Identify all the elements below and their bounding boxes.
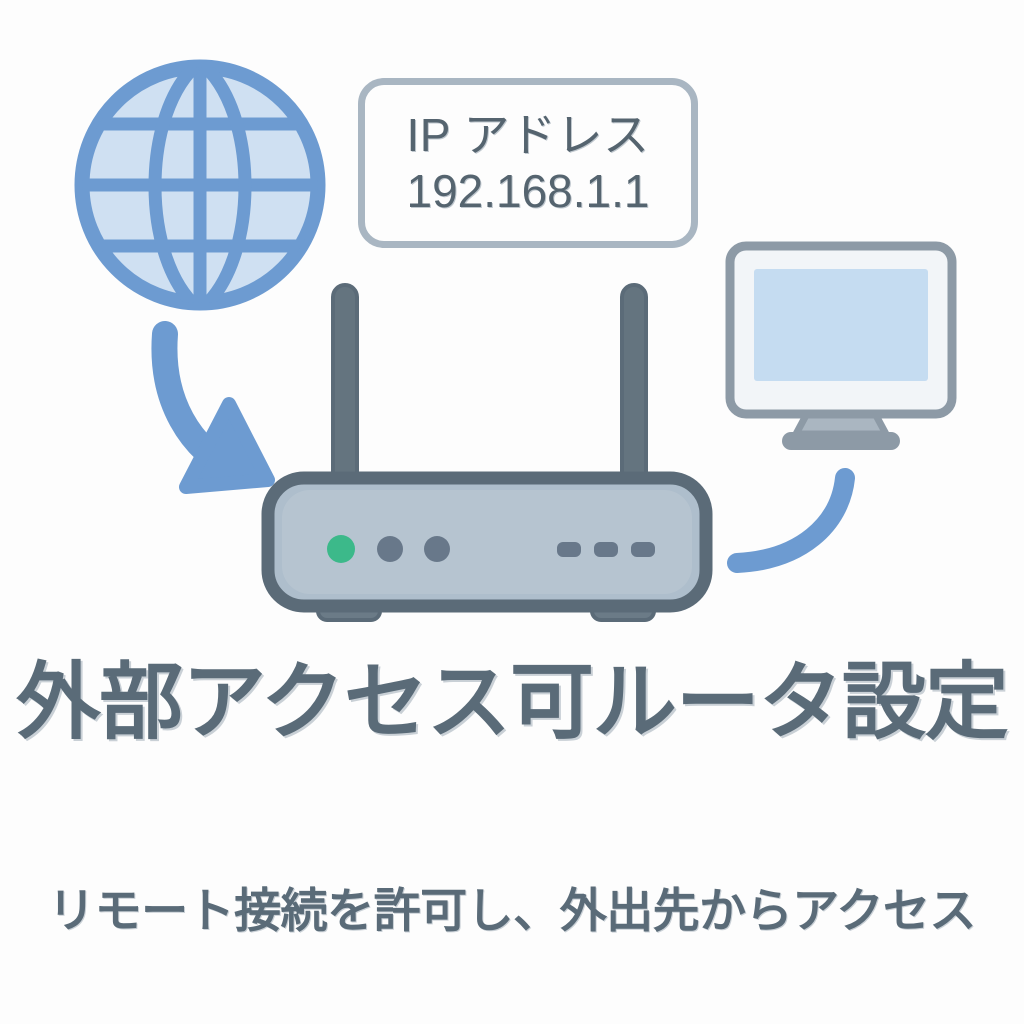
router-body <box>261 471 713 613</box>
antenna-left <box>331 283 359 492</box>
inbound-arrow <box>151 321 275 494</box>
activity-led-2 <box>424 536 450 562</box>
router-antennas <box>331 283 648 492</box>
ip-address-callout: IP アドレス 192.168.1.1 <box>358 78 698 248</box>
activity-led-1 <box>377 536 403 562</box>
lan-port-3 <box>631 542 655 557</box>
page-subtitle: リモート接続を許可し、外出先からアクセス <box>48 884 976 937</box>
lan-port-1 <box>557 542 581 557</box>
router-ports <box>557 542 655 557</box>
ip-address-value: 192.168.1.1 <box>406 165 650 217</box>
ip-address-label: IP アドレス <box>406 108 650 161</box>
power-led <box>327 535 355 563</box>
antenna-right <box>620 283 648 492</box>
globe-sphere <box>74 59 326 311</box>
lan-port-2 <box>594 542 618 557</box>
page-title: 外部アクセス可ルータ設定 <box>16 655 1009 749</box>
router-status-leds <box>327 535 450 563</box>
monitor-screen <box>725 241 957 419</box>
